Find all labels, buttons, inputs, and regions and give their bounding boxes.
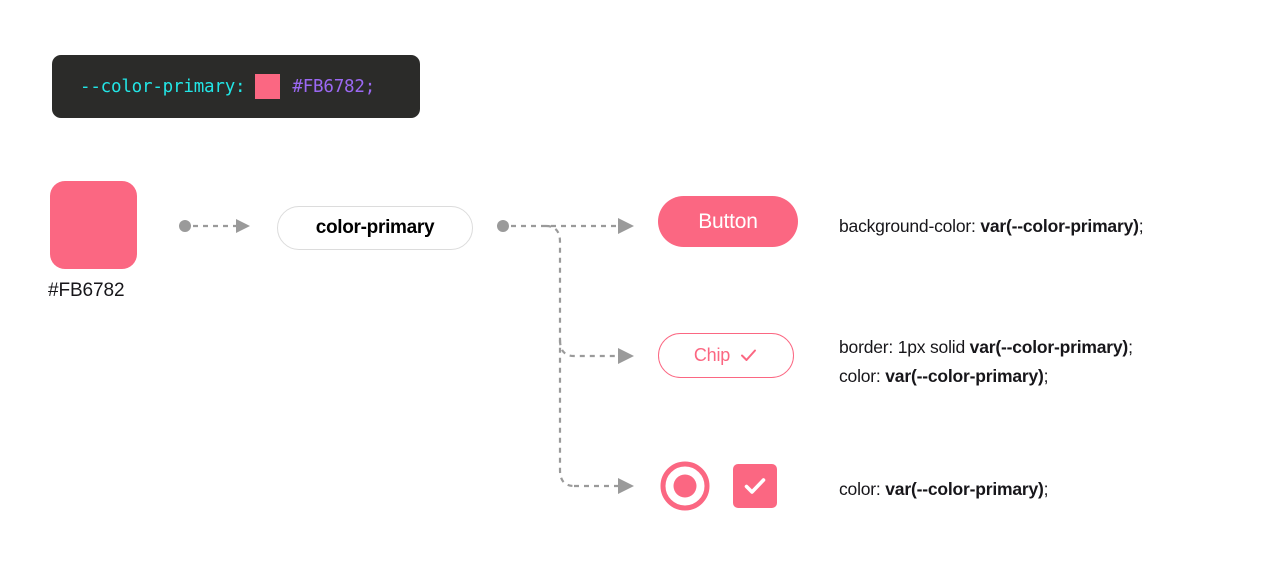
connector-start-dot-2 [497, 220, 509, 232]
code-property-value: #FB6782; [292, 76, 376, 97]
color-swatch-hex-label: #FB6782 [48, 280, 125, 301]
checkbox-checked[interactable] [733, 464, 777, 508]
color-swatch-primary [50, 181, 137, 269]
connector-arrowhead-inputs [618, 478, 634, 494]
code-block: --color-primary: #FB6782; [52, 55, 420, 118]
css-note-chip: border: 1px solid var(--color-primary);c… [839, 337, 1133, 386]
code-inline-color-swatch [255, 74, 281, 99]
check-icon [741, 349, 757, 361]
connector-branch-trunk [545, 224, 575, 488]
css-note-input: color: var(--color-primary); [839, 479, 1049, 499]
demo-chip-label: Chip [693, 345, 731, 365]
demo-button[interactable]: Button [658, 196, 798, 247]
connector-arrowhead-button [618, 218, 634, 234]
radio-button-selected[interactable] [659, 460, 711, 512]
demo-chip[interactable]: Chip [658, 333, 794, 378]
design-token-label: color-primary [315, 217, 435, 238]
checkbox-check-icon [744, 478, 766, 494]
code-property-name: --color-primary: [80, 76, 246, 97]
demo-button-label: Button [698, 209, 758, 233]
design-token-pill: color-primary [277, 206, 473, 250]
css-note-button: background-color: var(--color-primary); [839, 216, 1144, 236]
connector-start-dot-1 [179, 220, 191, 232]
connector-arrowhead-chip [618, 348, 634, 364]
connector-branch-to-chip [558, 339, 618, 358]
connector-arrowhead-token [236, 219, 250, 233]
